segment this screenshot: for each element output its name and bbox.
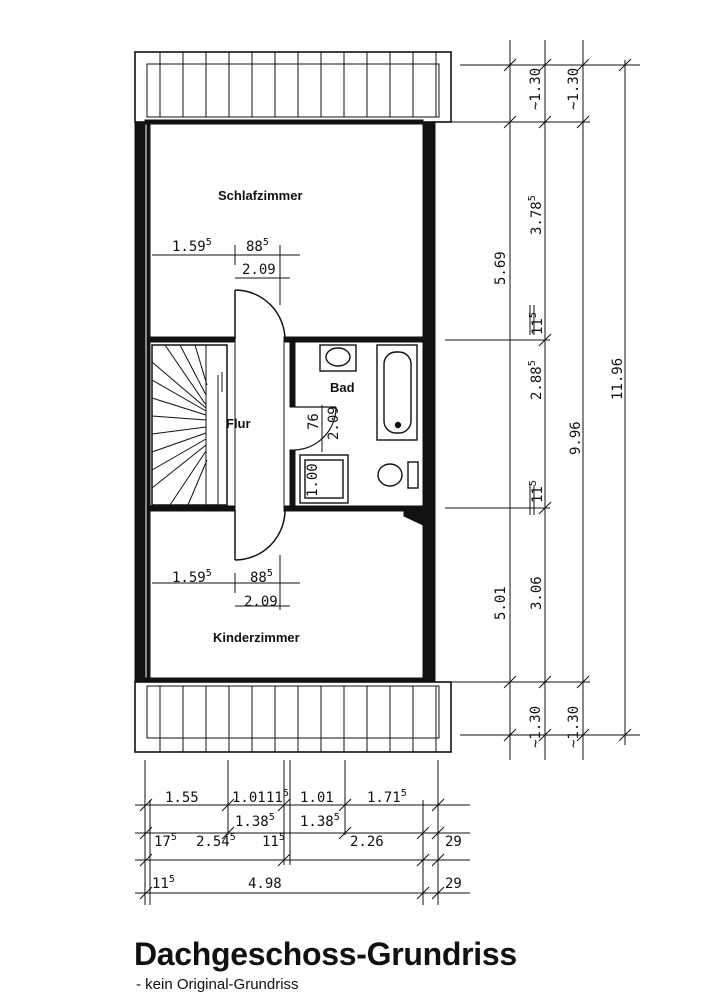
interior-dimensions [152,245,323,610]
dim-label: 5.01 [493,586,509,620]
dim-label: 29 [445,876,462,892]
toilet [377,463,403,487]
dim-label: 1.00 [305,463,321,497]
dim-label: 1.01 [232,790,266,806]
dim-label: ~1.30 [566,68,582,110]
shower-tray [299,454,349,504]
dim-label: 115 [528,312,546,335]
dim-label: 2.885 [527,360,545,400]
dim-label: ~1.30 [528,706,544,748]
room-label-bad: Bad [330,380,355,395]
dim-label: ~1.30 [566,706,582,748]
floor-plan: Schlafzimmer Bad Flur Kinderzimmer 1.595… [134,40,640,905]
dim-label: 2.09 [244,594,278,610]
dim-label: 885 [246,237,269,255]
dim-label: 4.98 [248,876,282,892]
roof-eave-top [134,51,452,123]
roof-eave-bottom [134,681,452,753]
dim-label: 1.385 [235,812,275,830]
page-subtitle: - kein Original-Grundriss [136,976,299,993]
right-dimension-lines [445,40,640,760]
dim-label: 885 [250,568,273,586]
dim-label: 2.26 [350,834,384,850]
dim-label: 1.55 [165,790,199,806]
dim-label: 76 [306,413,322,430]
room-label-schlafzimmer: Schlafzimmer [218,188,303,203]
dim-label: 11.96 [610,358,626,400]
dim-label: 1.595 [172,237,212,255]
dim-label: 115 [152,874,175,892]
dim-label: 115 [262,832,285,850]
bathroom-fixtures [299,344,419,504]
dim-label: 115 [266,788,289,806]
sink [319,344,357,372]
dim-label: 1.715 [367,788,407,806]
dim-label: 3.06 [529,576,545,610]
dim-label: 2.545 [196,832,236,850]
dim-label: ~1.30 [528,68,544,110]
staircase [151,344,228,506]
dim-label: 1.595 [172,568,212,586]
room-label-flur: Flur [226,416,251,431]
dim-label: 2.09 [326,406,342,440]
dim-label: 115 [528,480,546,503]
bottom-dimension-lines [135,760,470,905]
room-label-kinderzimmer: Kinderzimmer [213,630,300,645]
dim-label: 1.01 [300,790,334,806]
page-title: Dachgeschoss-Grundriss [134,936,517,972]
dim-label: 29 [445,834,462,850]
walls [134,119,436,683]
dim-label: 3.785 [527,195,545,235]
bathtub [376,344,418,441]
dim-label: 1.385 [300,812,340,830]
dim-label: 175 [154,832,177,850]
dim-label: 2.09 [242,262,276,278]
dim-label: 5.69 [493,251,509,285]
dim-label: 9.96 [568,421,584,455]
doors [234,289,337,561]
